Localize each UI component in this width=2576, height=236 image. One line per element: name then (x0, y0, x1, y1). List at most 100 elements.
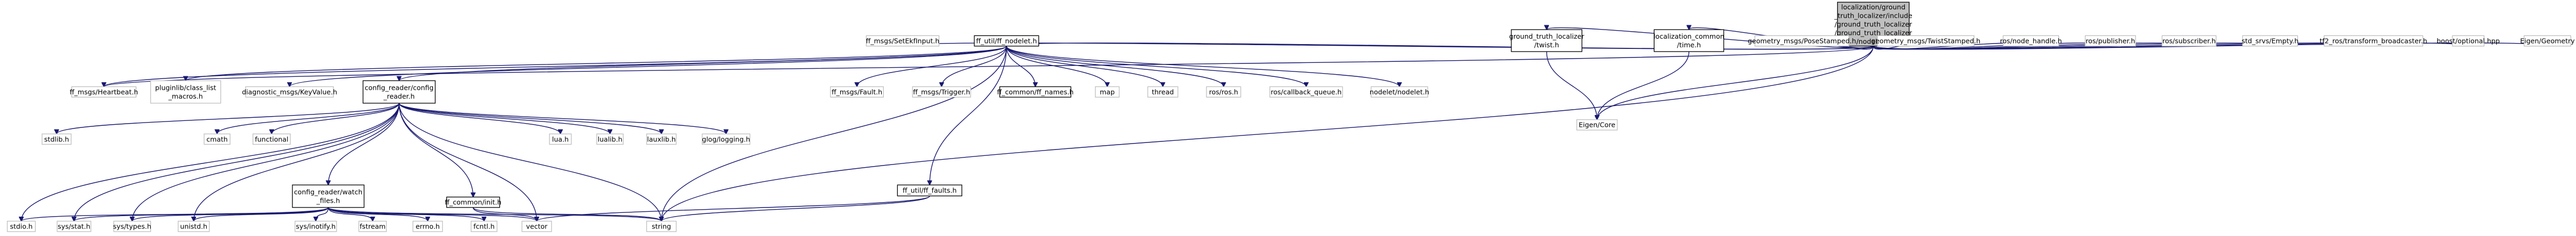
node-label: functional (255, 135, 288, 143)
node-vector: vector (521, 220, 552, 232)
node-box (292, 184, 365, 208)
node-label: ff_msgs/Fault.h (832, 88, 882, 96)
edge-ffnodelet-to-ffnames (1006, 46, 1036, 87)
node-tf2broadcaster: tf2_ros/transform_broadcaster.h (2320, 35, 2427, 47)
edge-ffnodelet-to-thread (1006, 46, 1163, 87)
node-label: Eigen/Core (1579, 121, 1615, 129)
node-label: std_srvs/Empty.h (2242, 37, 2299, 45)
node-root[interactable]: localization/ground_truth_localizer/incl… (1834, 2, 1912, 47)
node-label: unistd.h (180, 223, 207, 231)
node-ffnodelet[interactable]: ff_util/ff_nodelet.h (974, 35, 1039, 47)
node-empty: std_srvs/Empty.h (2242, 35, 2299, 47)
edge-configreader-to-lauxlib (399, 103, 661, 134)
edge-ffnodelet-to-keyvalue (290, 46, 1007, 87)
node-label: map (1100, 88, 1115, 96)
node-label: thread (1152, 88, 1174, 96)
node-box (41, 133, 72, 145)
node-pluginlib: pluginlib/class_list_macros.h (150, 80, 221, 104)
node-loc_time[interactable]: localization_common/time.h (1653, 29, 1725, 52)
node-box (6, 220, 36, 232)
node-eigengeometry: Eigen/Geometry (2520, 35, 2575, 47)
node-unistd: unistd.h (178, 220, 210, 232)
node-box (150, 80, 221, 104)
node-box (295, 220, 337, 232)
node-box (897, 184, 962, 197)
edge-root-to-string (661, 46, 1874, 221)
node-box (521, 220, 552, 232)
node-label: /twist.h (1534, 41, 1559, 49)
node-lauxlib: lauxlib.h (646, 133, 677, 145)
node-configreader[interactable]: config_reader/config_reader.h (362, 80, 436, 104)
node-box (912, 86, 971, 98)
edge-configreader-to-unistd (194, 103, 400, 221)
edge-gt_twist-to-eigencore (1546, 51, 1597, 120)
node-box (1147, 86, 1178, 98)
node-box (245, 86, 334, 98)
edge-configreader-to-systypes (132, 103, 400, 221)
node-label: nodelet/nodelet.h (1370, 88, 1429, 96)
node-publisher: ros/publisher.h (2085, 35, 2136, 47)
node-label: /time.h (1677, 41, 1701, 49)
edge-ffnodelet-to-callbackqueue (1006, 46, 1306, 87)
node-box (178, 220, 210, 232)
edge-ffnodelet-to-rosros (1006, 46, 1224, 87)
node-glog: glog/logging.h (702, 133, 751, 145)
edge-configreader-to-lua (399, 103, 560, 134)
node-sysstat: sys/stat.h (57, 220, 92, 232)
node-gt_twist[interactable]: ground_truth_localizer/twist.h (1509, 29, 1584, 52)
edge-configreader-to-stdio (22, 103, 400, 221)
node-nodehandle: ros/node_handle.h (2000, 35, 2062, 47)
edge-ffnodelet-to-configreader (399, 46, 1007, 81)
edge-loc_time-to-eigencore (1597, 51, 1690, 120)
node-box (57, 220, 92, 232)
node-box (646, 133, 677, 145)
node-lua: lua.h (549, 133, 572, 145)
node-box (1653, 29, 1725, 52)
node-inotify: sys/inotify.h (295, 220, 337, 232)
node-nodeletnodelet: nodelet/nodelet.h (1370, 86, 1429, 98)
node-label: cmath (206, 135, 228, 143)
node-fffaults[interactable]: ff_util/ff_faults.h (897, 184, 962, 197)
edge-watchfiles-to-fstream (327, 207, 372, 221)
edge-ffnodelet-to-fffaults (930, 46, 1007, 185)
node-box (362, 80, 436, 104)
node-fstream: fstream (358, 220, 387, 232)
node-label: Eigen/Geometry (2520, 37, 2575, 45)
node-rosros: ros/ros.h (1206, 86, 1241, 98)
node-box (2452, 35, 2484, 47)
edge-watchfiles-to-sysstat (74, 207, 329, 222)
edge-fffaults-to-string (661, 195, 930, 222)
node-box (1371, 86, 1428, 98)
node-label: geometry_msgs/PoseStamped.h (1748, 37, 1856, 45)
edge-ffinit-to-vector (472, 207, 536, 221)
node-box (2085, 35, 2136, 47)
node-ffinit[interactable]: ff_common/init.h (445, 196, 501, 208)
node-keyvalue: diagnostic_msgs/KeyValue.h (242, 86, 337, 98)
node-label: lualib.h (598, 135, 623, 143)
edge-configreader-to-cmath (217, 103, 400, 134)
node-box (999, 86, 1072, 98)
node-label: pluginlib/class_list (155, 83, 216, 91)
node-box (2002, 35, 2060, 47)
node-label: ff_common/ff_names.h (997, 88, 1073, 96)
edges-layer (22, 28, 2547, 222)
node-box (446, 196, 500, 208)
node-label: ros/node_handle.h (2000, 37, 2062, 45)
node-label: ff_msgs/Heartbeat.h (69, 88, 138, 96)
node-box (596, 133, 624, 145)
node-label: ff_util/ff_faults.h (903, 187, 957, 195)
node-ffnames[interactable]: ff_common/ff_names.h (997, 86, 1073, 98)
edge-watchfiles-to-fcntl (327, 207, 484, 222)
node-box (549, 133, 572, 145)
node-label: fcntl.h (473, 223, 494, 231)
node-box (646, 220, 677, 232)
edge-ffnodelet-to-string (661, 46, 1007, 221)
node-label: string (652, 223, 671, 231)
node-label: ground_truth_localizer (1509, 32, 1584, 40)
node-watchfiles[interactable]: config_reader/watch_files.h (292, 184, 365, 208)
node-label: localization_common (1653, 32, 1724, 40)
node-fault: ff_msgs/Fault.h (830, 86, 884, 98)
edge-watchfiles-to-systypes (132, 207, 329, 222)
edge-watchfiles-to-errno (327, 207, 428, 221)
